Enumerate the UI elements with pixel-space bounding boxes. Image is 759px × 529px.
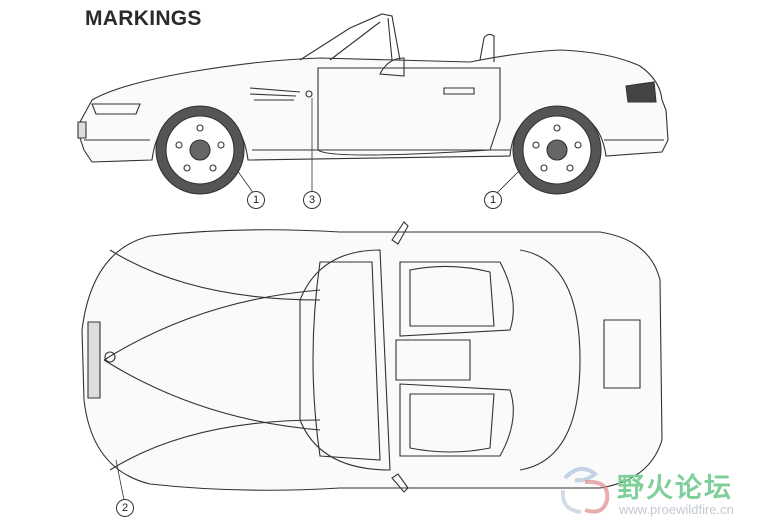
callout-hood-badge: 2	[116, 499, 134, 517]
watermark-logo-icon	[560, 466, 610, 514]
page-title: MARKINGS	[85, 7, 202, 30]
watermark: 野火论坛 www.proewildfire.cn	[555, 460, 755, 525]
watermark-url: www.proewildfire.cn	[619, 502, 734, 517]
watermark-name: 野火论坛	[617, 473, 733, 504]
top-view	[81, 221, 663, 501]
callout-front-wheel: 1	[247, 191, 265, 209]
callout-rear-wheel: 1	[484, 191, 502, 209]
callout-door-badge: 3	[303, 191, 321, 209]
rear-wheel	[512, 105, 602, 195]
side-view	[77, 13, 669, 195]
front-wheel	[155, 105, 245, 195]
